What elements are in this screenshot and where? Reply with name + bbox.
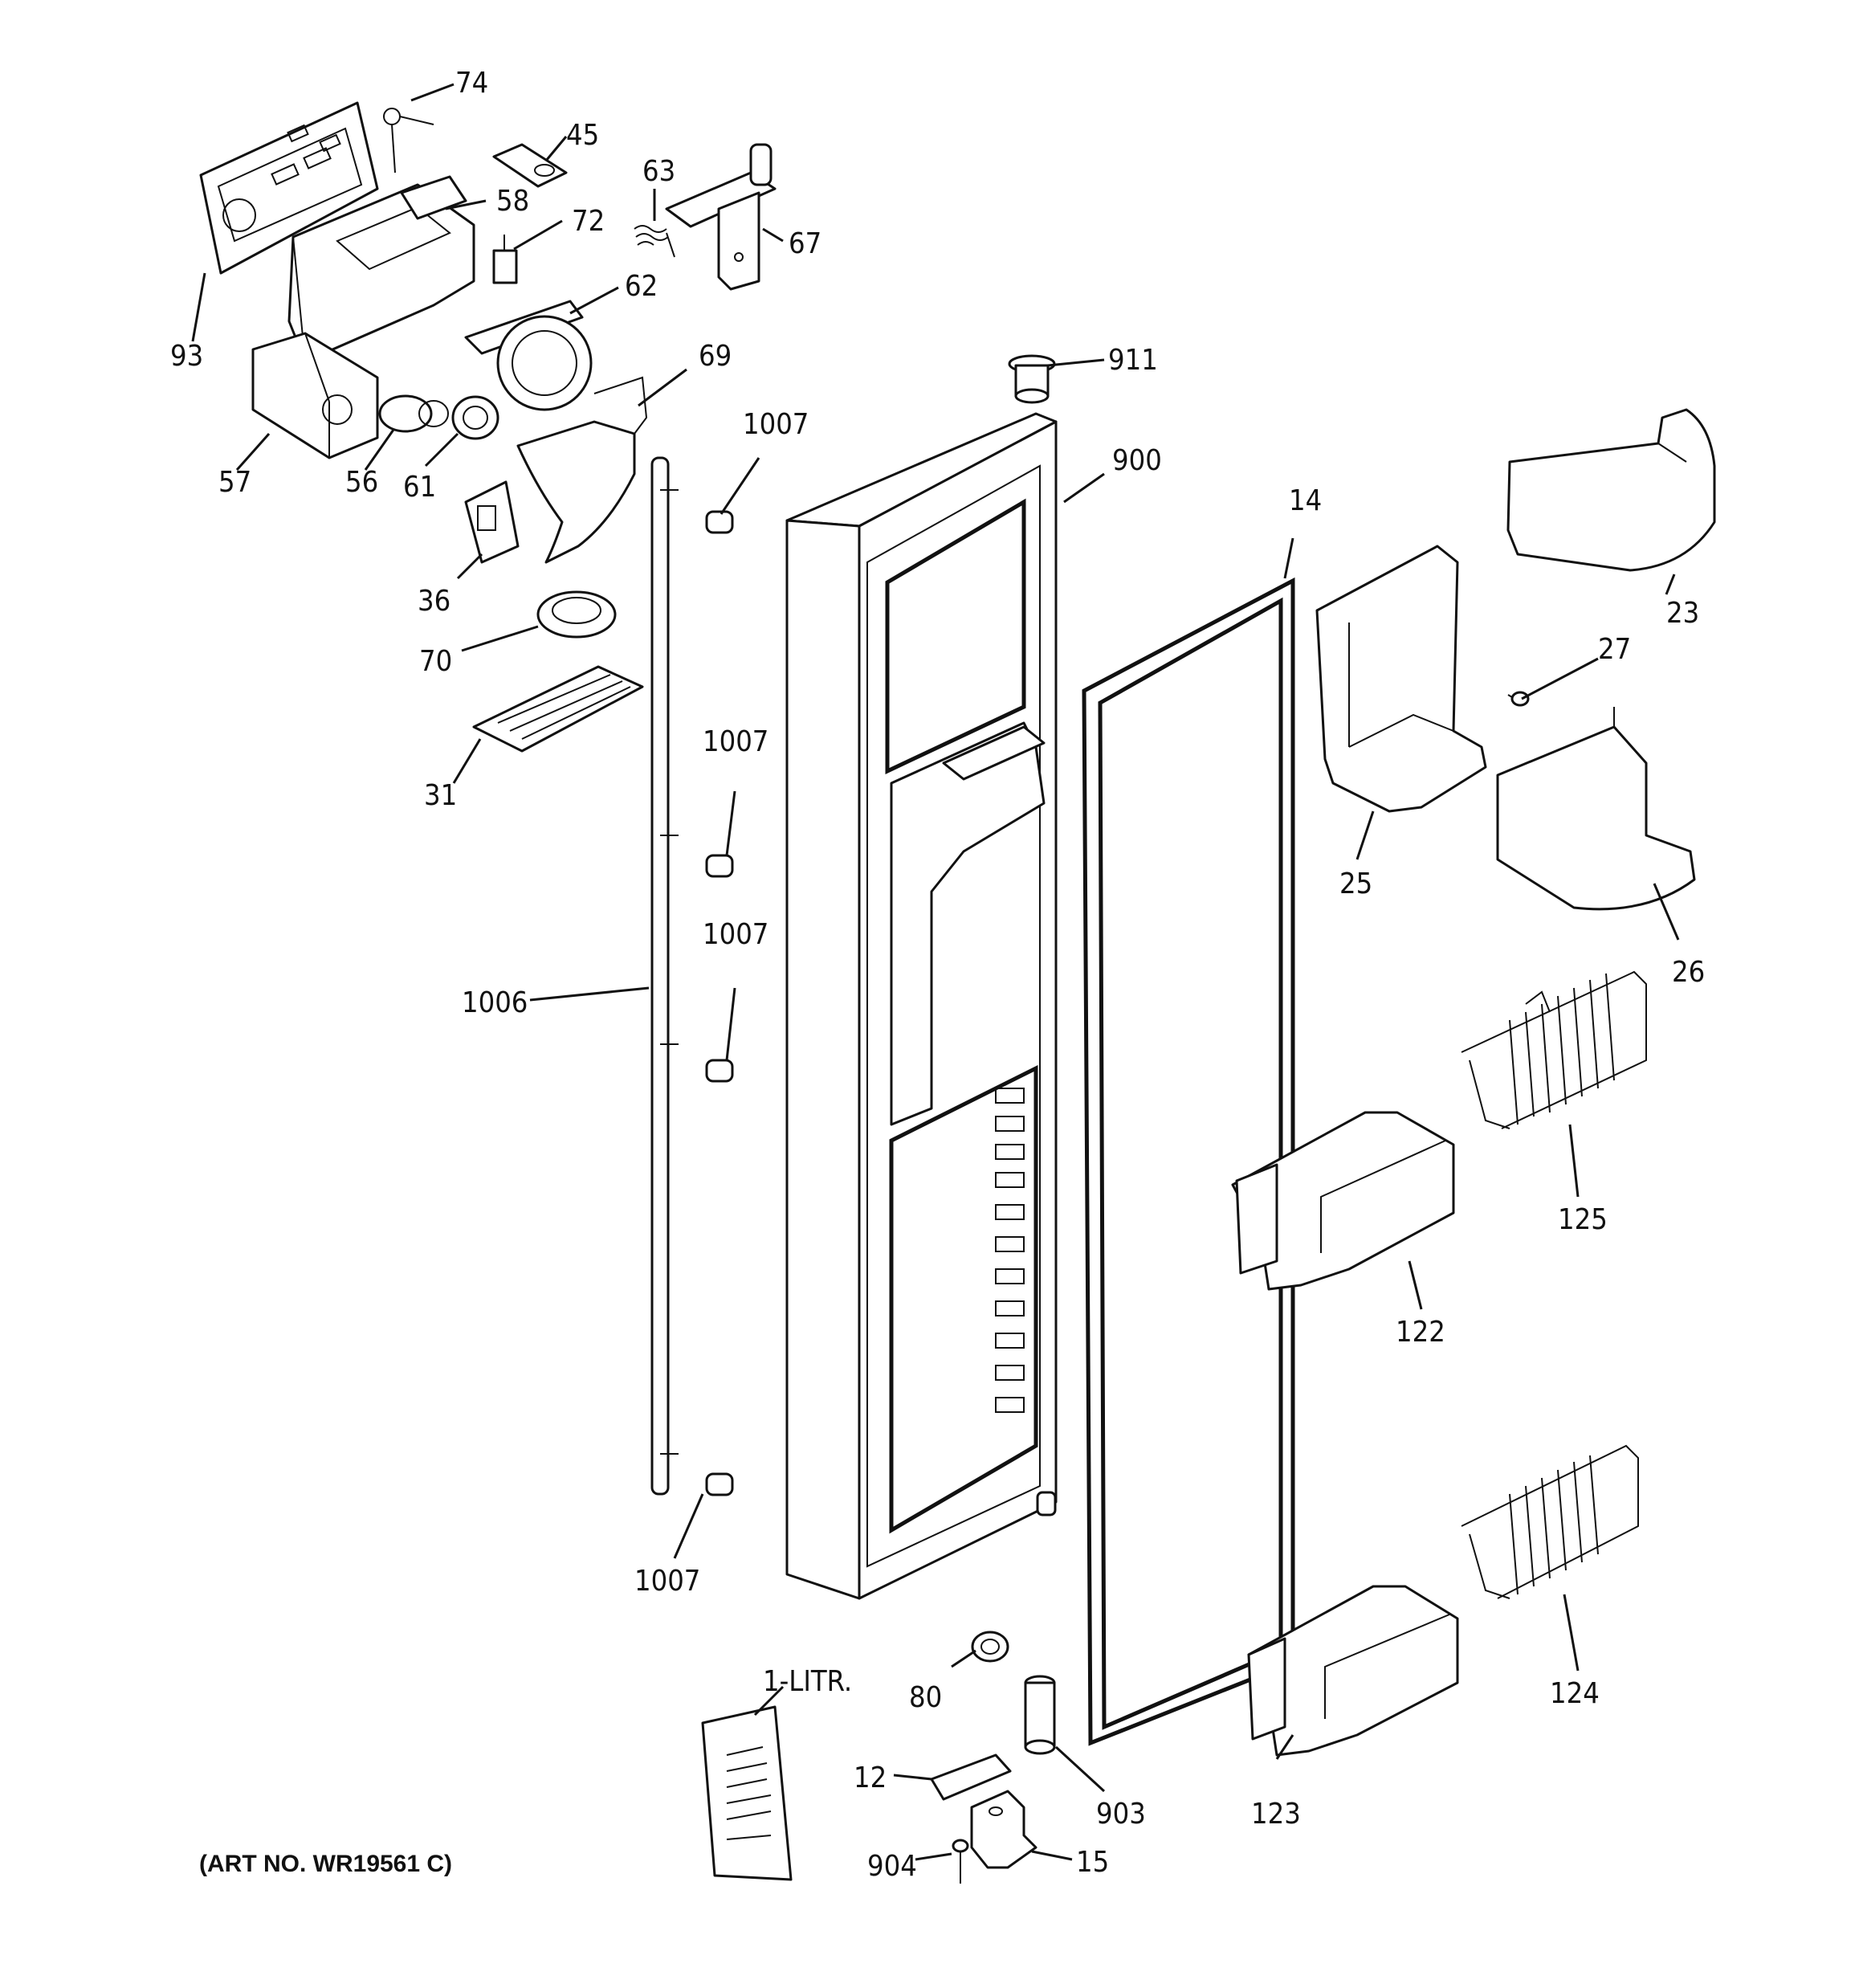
part-36-bracket [464, 480, 520, 564]
part-57-motor-box [251, 332, 379, 459]
part-72-switch [492, 235, 518, 284]
callout-900: 900 [1112, 444, 1162, 477]
part-15-hinge [970, 1790, 1037, 1869]
part-62-ring-housing [464, 300, 593, 411]
callout-69: 69 [699, 340, 732, 373]
part-122-door-bin [1231, 1111, 1455, 1291]
callout-124: 124 [1550, 1677, 1600, 1710]
callout-67: 67 [789, 227, 821, 260]
callout-14: 14 [1289, 484, 1322, 517]
callout-80: 80 [909, 1681, 942, 1714]
callout-62: 62 [625, 270, 658, 303]
part-23-bin-cover [1506, 408, 1716, 572]
leader-lines [191, 83, 1680, 1861]
callout-31: 31 [424, 779, 457, 812]
callout-12: 12 [854, 1761, 887, 1794]
callout-911: 911 [1108, 344, 1158, 377]
part-123-door-bin [1247, 1585, 1459, 1757]
part-1006-rod [650, 456, 679, 1496]
callout-26: 26 [1672, 956, 1705, 989]
part-45-bracket-plate [492, 143, 568, 188]
part-31-drip-grille [472, 665, 644, 753]
callout-1007-third: 1007 [703, 918, 768, 951]
callout-1007-top: 1007 [743, 408, 809, 441]
callout-1006: 1006 [462, 986, 528, 1019]
callout-58: 58 [496, 185, 529, 218]
callout-123: 123 [1251, 1798, 1301, 1831]
callout-63: 63 [642, 155, 675, 188]
part-14-door-gasket [1082, 577, 1295, 1746]
part-1-litr-manual [701, 1705, 793, 1881]
part-67-hinge-bracket [665, 143, 777, 291]
callout-23: 23 [1666, 597, 1699, 630]
callout-15: 15 [1076, 1846, 1109, 1879]
part-26-tray [1496, 707, 1696, 911]
callout-93: 93 [170, 340, 203, 373]
callout-1007-second: 1007 [703, 725, 768, 758]
part-80-plug [971, 1631, 1009, 1663]
callout-904: 904 [867, 1850, 917, 1883]
part-63-spring [634, 225, 675, 258]
callout-74: 74 [455, 67, 488, 100]
part-69-ice-funnel [516, 376, 648, 564]
part-61-coupling [451, 395, 499, 440]
part-125-wire-basket [1461, 970, 1647, 1129]
callout-25: 25 [1339, 867, 1372, 900]
callout-1007-bottom: 1007 [634, 1565, 700, 1598]
callout-903: 903 [1096, 1798, 1146, 1831]
part-900-door [785, 412, 1058, 1600]
callout-labels: 74 45 63 58 72 67 62 93 69 911 57 56 61 … [170, 67, 1705, 1883]
door-shelf-tabs [995, 1088, 1025, 1413]
art-number: (ART NO. WR19561 C) [199, 1851, 452, 1877]
callout-45: 45 [566, 119, 599, 152]
part-12-hinge-plate [930, 1753, 1012, 1801]
part-70-ring [536, 590, 617, 639]
part-1007-bushings [705, 510, 734, 1496]
callout-125: 125 [1558, 1203, 1608, 1236]
callout-1-litr: 1-LITR. [763, 1665, 852, 1698]
callout-72: 72 [572, 205, 605, 238]
callout-122: 122 [1396, 1316, 1445, 1349]
part-56-auger-gear [378, 394, 449, 433]
callout-57: 57 [218, 466, 251, 499]
part-27-screw [1507, 691, 1530, 707]
part-124-wire-basket [1461, 1444, 1639, 1599]
callout-61: 61 [403, 471, 436, 504]
part-93-control-panel [199, 101, 379, 275]
callout-56: 56 [345, 466, 378, 499]
part-74-spring [383, 108, 434, 173]
part-904-screw [952, 1839, 969, 1884]
callout-27: 27 [1598, 633, 1631, 666]
callout-36: 36 [418, 585, 450, 618]
part-903-pin [1024, 1675, 1056, 1755]
part-25-ice-bin [1315, 545, 1487, 813]
callout-70: 70 [419, 645, 452, 678]
part-911-cap [1008, 354, 1056, 404]
